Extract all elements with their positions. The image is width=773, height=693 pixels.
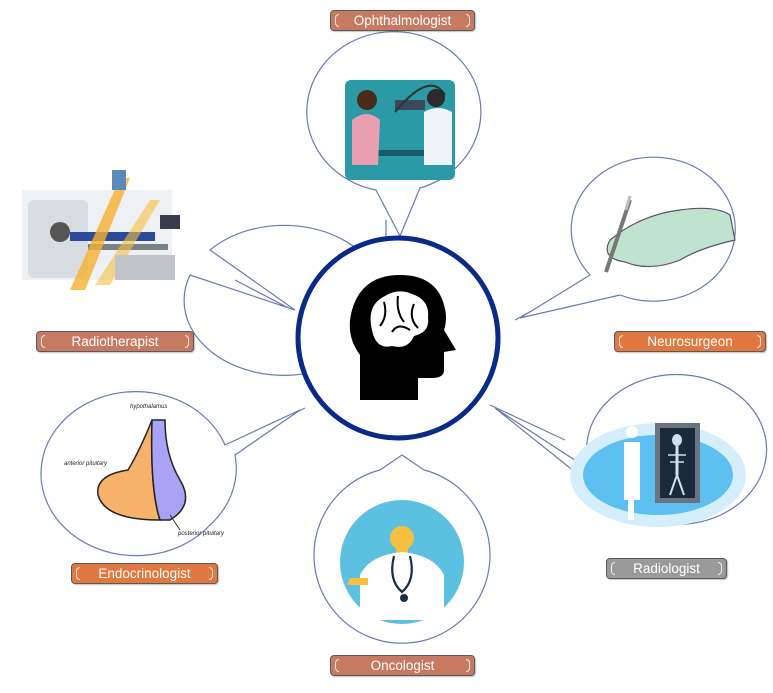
- label-oncologist: Oncologist: [330, 655, 475, 676]
- connector-radiologist: [489, 404, 566, 441]
- label-ophthalmologist-text: Ophthalmologist: [353, 13, 452, 28]
- label-neurosurgeon-text: Neurosurgeon: [647, 334, 733, 349]
- label-radiotherapist: Radiotherapist: [36, 331, 194, 352]
- label-radiologist: Radiologist: [606, 558, 727, 579]
- xray-viewer-illustration: [570, 423, 746, 527]
- gloved-hand-scalpel-illustration: [604, 195, 736, 273]
- bubble-oncologist: [313, 454, 491, 644]
- brain-head-icon: [349, 275, 456, 400]
- center-hub: [295, 235, 501, 441]
- bubble-neurosurgeon: [519, 156, 736, 319]
- eye-exam-illustration: [338, 75, 455, 187]
- label-radiologist-text: Radiologist: [633, 561, 700, 576]
- pituitary-gland-illustration: hypothalamus anterior pituitary posterio…: [64, 404, 225, 537]
- label-endocrinologist-text: Endocrinologist: [98, 566, 191, 581]
- bubble-radiologist: [494, 373, 768, 527]
- bubble-ophthalmologist: [306, 31, 482, 238]
- anterior-pituitary-label: anterior pituitary: [64, 461, 108, 467]
- bubble-endocrinologist: hypothalamus anterior pituitary posterio…: [40, 391, 301, 557]
- label-radiotherapist-text: Radiotherapist: [71, 334, 159, 349]
- doctor-stethoscope-illustration: [340, 500, 464, 624]
- hypothalamus-label: hypothalamus: [130, 404, 167, 410]
- posterior-pituitary-label: posterior pituitary: [177, 531, 225, 537]
- label-endocrinologist: Endocrinologist: [71, 563, 218, 584]
- label-oncologist-text: Oncologist: [370, 658, 435, 673]
- label-neurosurgeon: Neurosurgeon: [614, 331, 766, 352]
- label-ophthalmologist: Ophthalmologist: [330, 10, 475, 31]
- radiotherapy-machine-illustration: [22, 170, 180, 290]
